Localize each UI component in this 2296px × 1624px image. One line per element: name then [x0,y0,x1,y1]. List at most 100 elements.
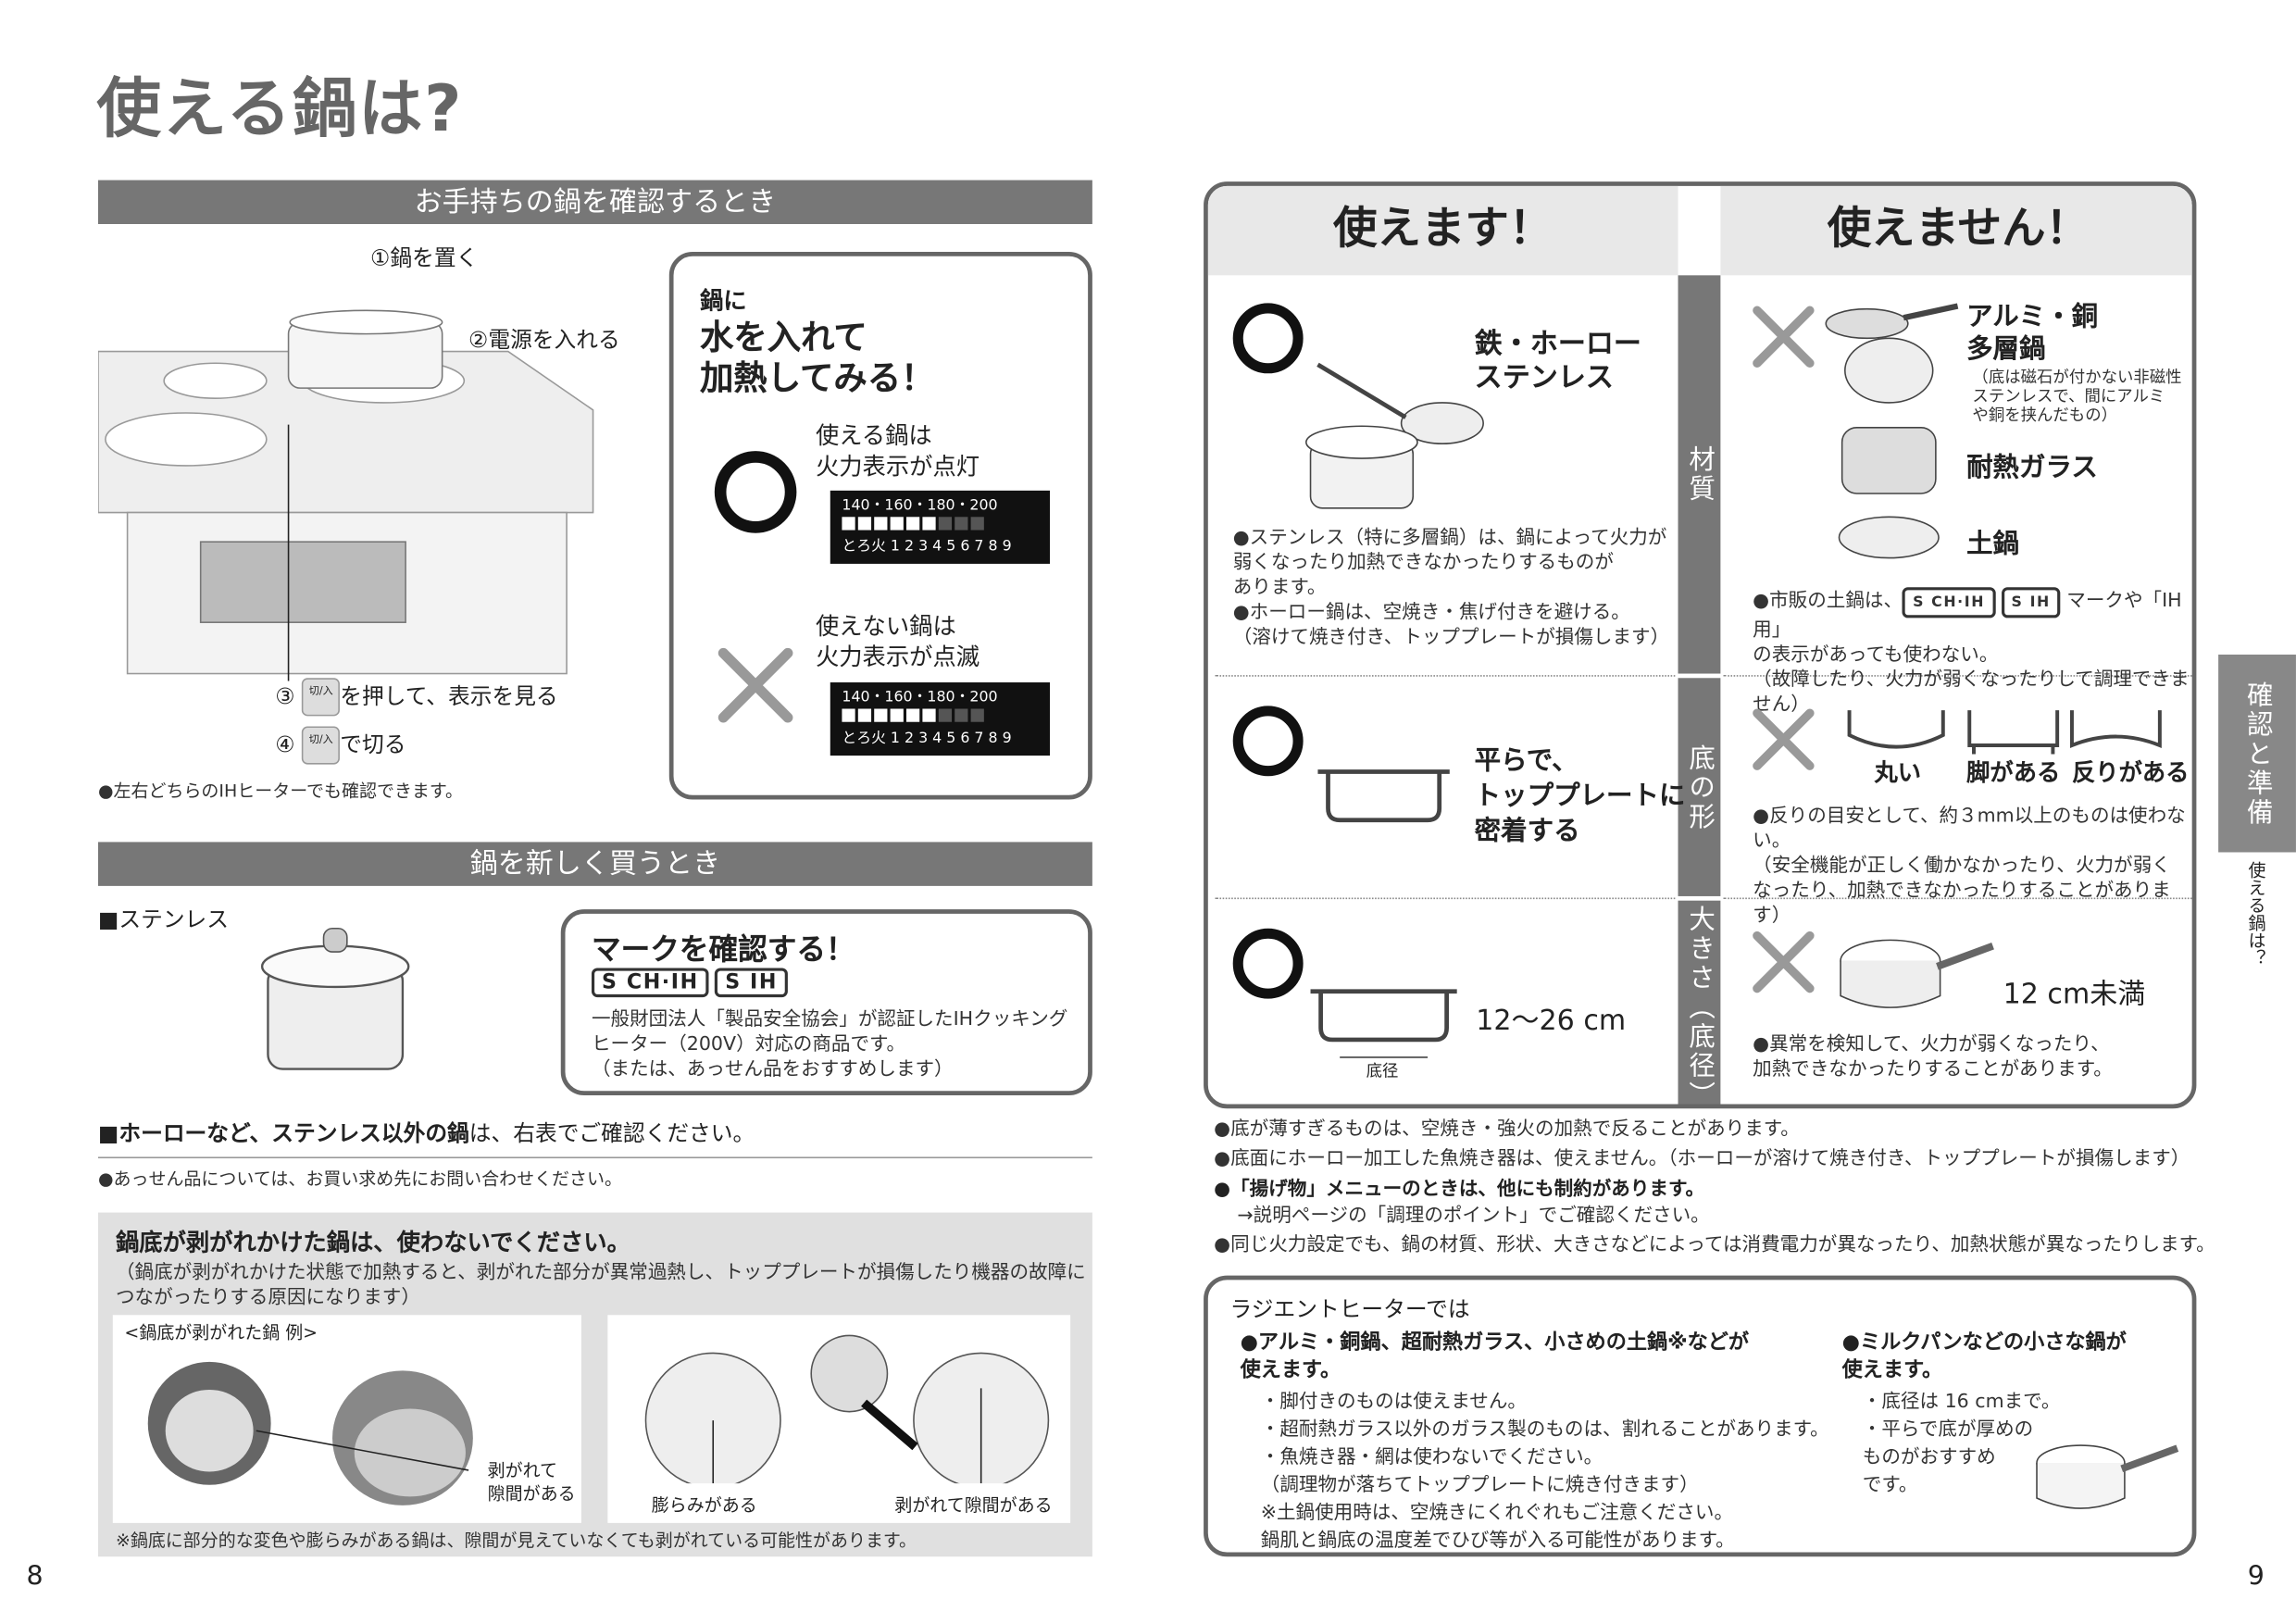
ng-cross-icon [1753,931,1815,993]
example-label: <鍋底が剥がれた鍋 例> [124,1322,318,1343]
gap-label-2: 剥がれて隙間がある [894,1494,1053,1516]
shape-warp: 反りがある [2071,758,2190,787]
side-tab-check-prep: 確認と準備 [2218,654,2296,853]
example-panel-1: <鍋底が剥がれた鍋 例> 剥がれて 隙間がある [112,1315,581,1523]
ng-glass-title: 耐熱ガラス [1966,452,2098,483]
heat-display-blinking: 140・160・180・200 とろ火 1 2 3 4 5 6 7 8 9 [830,682,1051,756]
side-sub-title: 使える鍋は？ [2246,860,2267,967]
peeled-pot-illustration [147,1361,473,1505]
radiant-title: ラジエントヒーターでは [1229,1295,1470,1323]
warning-heading: 鍋底が剥がれかけた鍋は、使わないでください。 [115,1228,630,1257]
radiant-right-heading: ●ミルクパンなどの小さな鍋が 使えます。 [1841,1330,2127,1383]
ng-aluminum-title: アルミ・銅 多層鍋 [1966,301,2099,365]
power-button-icon: 切/入 [302,678,341,717]
row-label-bottom-shape: 底の形 [1678,678,1721,896]
ok-header: 使えます！ [1207,185,1678,276]
ok-material-title: 鉄・ホーロー ステンレス [1474,328,1641,394]
stainless-pot-illustration [260,927,410,1070]
ok-material-notes: ●ステンレス（特に多層鍋）は、鍋によって火力が 弱くなったり加熱できなかったりす… [1232,527,1670,649]
step4-num: ④ [275,731,295,758]
flat-pot-illustration [1317,769,1450,823]
step-off: ④ 切/入で切る [275,726,406,765]
divider [97,1156,1092,1159]
ng-size-title: 12 cm未満 [2003,978,2146,1011]
ng-cross-icon [1753,708,1815,770]
ng-size-notes: ●異常を検知して、火力が弱くなったり、 加熱できなかったりすることがあります。 [1753,1033,2113,1081]
ok-circle-icon [714,451,797,533]
ng-header: 使えません！ [1720,185,2192,276]
level-squares [842,517,1038,537]
bulge-illustration [644,1334,1050,1484]
ng-shape-notes: ●反りの目安として、約３mm以上のものは使わない。 （安全機能が正しく働かなかっ… [1753,805,2186,928]
ok-circle-icon [1232,706,1304,777]
radiant-right-items: ・底径は 16 cmまで。 ・平らで底が厚めの ものがおすすめ です。 [1862,1391,2061,1497]
ng-multilayer-sub: （底は磁石が付かない非磁性 ステンレスで、間にアルミ や銅を挟んだもの） [1972,367,2182,425]
stainless-label: ■ステンレス [97,906,230,933]
ok-circle-icon [1232,303,1304,374]
step4-text: で切る [340,731,406,758]
sg-ih-mark: S IH [715,968,789,998]
radiant-left-heading: ●アルミ・銅鍋、超耐熱ガラス、小さめの土鍋※などが 使えます。 [1240,1330,1750,1383]
page-title: 使える鍋は? [96,71,464,147]
milk-pan-illustration [2036,1444,2179,1509]
warning-footnote: ※鍋底に部分的な変色や膨らみがある鍋は、隙間が見えていなくても剥がれている可能性… [115,1530,917,1551]
radiant-left-items: ・脚付きのものは使えません。 ・超耐熱ガラス以外のガラス製のものは、割れることが… [1260,1391,1829,1553]
mark-description: 一般財団法人「製品安全協会」が認証したIHクッキング ヒーター（200V）対応の… [591,1008,1068,1081]
power-button-icon: 切/入 [302,726,341,765]
callout-headline: 水を入れて 加熱してみる！ [700,319,935,399]
ng-clay-title: 土鍋 [1966,528,2020,560]
cooktop-illustration [97,309,594,681]
step3-text: を押して、表示を見る [340,682,558,710]
mark-title: マークを確認する！ [591,931,855,967]
aluminum-pan-illustration [1825,303,1959,404]
warning-body: （鍋底が剥がれかけた状態で加熱すると、剥がれた部分が異常過熱し、トッププレートが… [115,1262,1086,1309]
page-number-right: 9 [2247,1560,2265,1593]
page-number-left: 8 [26,1560,44,1593]
note-thin-bottom: ●底が薄すぎるものは、空焼き・強火の加熱で反ることがあります。 [1214,1118,1800,1142]
step3-num: ③ [275,682,295,710]
ok-flat-title: 平らで、 トッププレートに 密着する [1474,745,1686,847]
example-panel-2: 膨らみがある 剥がれて隙間がある [607,1315,1071,1523]
iron-pan-pot-illustration [1304,362,1484,509]
sg-ih-mark: S IH [2001,587,2061,618]
bulge-label: 膨らみがある [651,1494,757,1516]
other-material-rest: は、右表でご確認ください。 [468,1119,755,1147]
ng-cross-icon [718,647,793,723]
ok-display-text: 使える鍋は 火力表示が点灯 [815,421,980,481]
other-material-bold: ■ホーローなど、ステンレス以外の鍋 [97,1119,469,1147]
pot-compatibility-table: 使えます！ 使えません！ 材質 底の形 大きさ（底径） 鉄・ホーロー ステンレス… [1204,181,2197,1109]
step-press-view: ③ 切/入を押して、表示を見る [275,678,558,717]
note-see-cooking-points: →説明ページの「調理のポイント」でご確認ください。 [1237,1205,1710,1228]
row-label-material: 材質 [1678,275,1721,674]
bottom-diameter-label: 底径 [1366,1061,1399,1081]
glass-and-clay-pot-illustration [1838,427,1940,559]
sg-ch-ih-mark: S CH·IH [591,968,709,998]
row-label-size: 大きさ（底径） [1678,900,1721,1105]
shape-round: 丸い [1874,758,1922,787]
note-both-heaters: ●左右どちらのIHヒーターでも確認できます。 [97,780,463,802]
heat-display-on: 140・160・180・200 とろ火 1 2 3 4 5 6 7 8 9 [830,490,1051,564]
section-header-buy: 鍋を新しく買うとき [97,842,1092,886]
step-power-on: ②電源を入れる [468,326,620,354]
pot-diameter-illustration [1310,989,1457,1058]
sg-ch-ih-mark: S CH·IH [1903,587,1996,618]
ok-circle-icon [1232,928,1304,999]
radiant-heater-box: ラジエントヒーターでは ●アルミ・銅鍋、超耐熱ガラス、小さめの土鍋※などが 使え… [1204,1275,2197,1557]
other-material-note: ■ホーローなど、ステンレス以外の鍋は、右表でご確認ください。 [98,1118,755,1148]
callout-water-test: 鍋に 水を入れて 加熱してみる！ 使える鍋は 火力表示が点灯 140・160・1… [668,252,1092,800]
step-place-pot: ①鍋を置く [370,244,479,271]
gap-label: 剥がれて 隙間がある [487,1459,576,1505]
level-labels: とろ火 1 2 3 4 5 6 7 8 9 [842,731,1012,747]
section-header-check: お手持ちの鍋を確認するとき [97,180,1092,224]
small-pan-illustration [1840,939,1994,1008]
level-squares [842,708,1038,729]
peeling-warning-box: 鍋底が剥がれかけた鍋は、使わないでください。 （鍋底が剥がれかけた状態で加熱する… [97,1212,1092,1557]
level-labels: とろ火 1 2 3 4 5 6 7 8 9 [842,539,1012,556]
ok-size-range: 12～26 cm [1476,1004,1627,1037]
shape-legs: 脚がある [1966,758,2061,787]
temp-labels: 140・160・180・200 [842,497,998,515]
